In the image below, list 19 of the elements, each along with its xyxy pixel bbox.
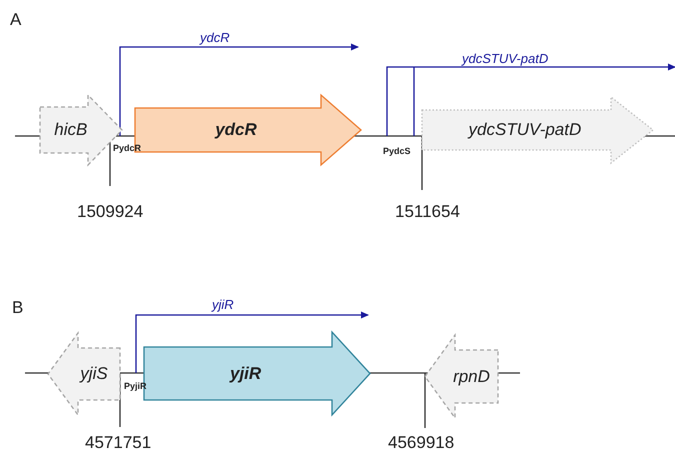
gene-name: rpnD	[452, 366, 491, 386]
genome-position: 1509924	[77, 202, 144, 222]
panel-letter: A	[10, 10, 22, 30]
gene-name: ydcSTUV-patD	[466, 120, 582, 140]
gene-arrow	[422, 97, 653, 163]
genome-position: 4569918	[388, 433, 454, 453]
panel-letter: B	[12, 298, 24, 318]
genome-position: 1511654	[395, 202, 460, 222]
gene-name: yjiS	[78, 364, 109, 384]
transcript-name: ydcR	[200, 30, 230, 45]
gene-name: yjiR	[228, 364, 262, 384]
gene-arrow	[48, 333, 120, 415]
gene-name: hicB	[53, 120, 88, 140]
gene-name: ydcR	[214, 120, 258, 140]
promoter-name: PydcS	[383, 146, 411, 156]
gene-arrow	[425, 335, 498, 418]
genome-position: 4571751	[85, 433, 152, 453]
transcript-name: yjiR	[212, 297, 234, 312]
transcript-name: ydcSTUV-patD	[462, 51, 548, 66]
